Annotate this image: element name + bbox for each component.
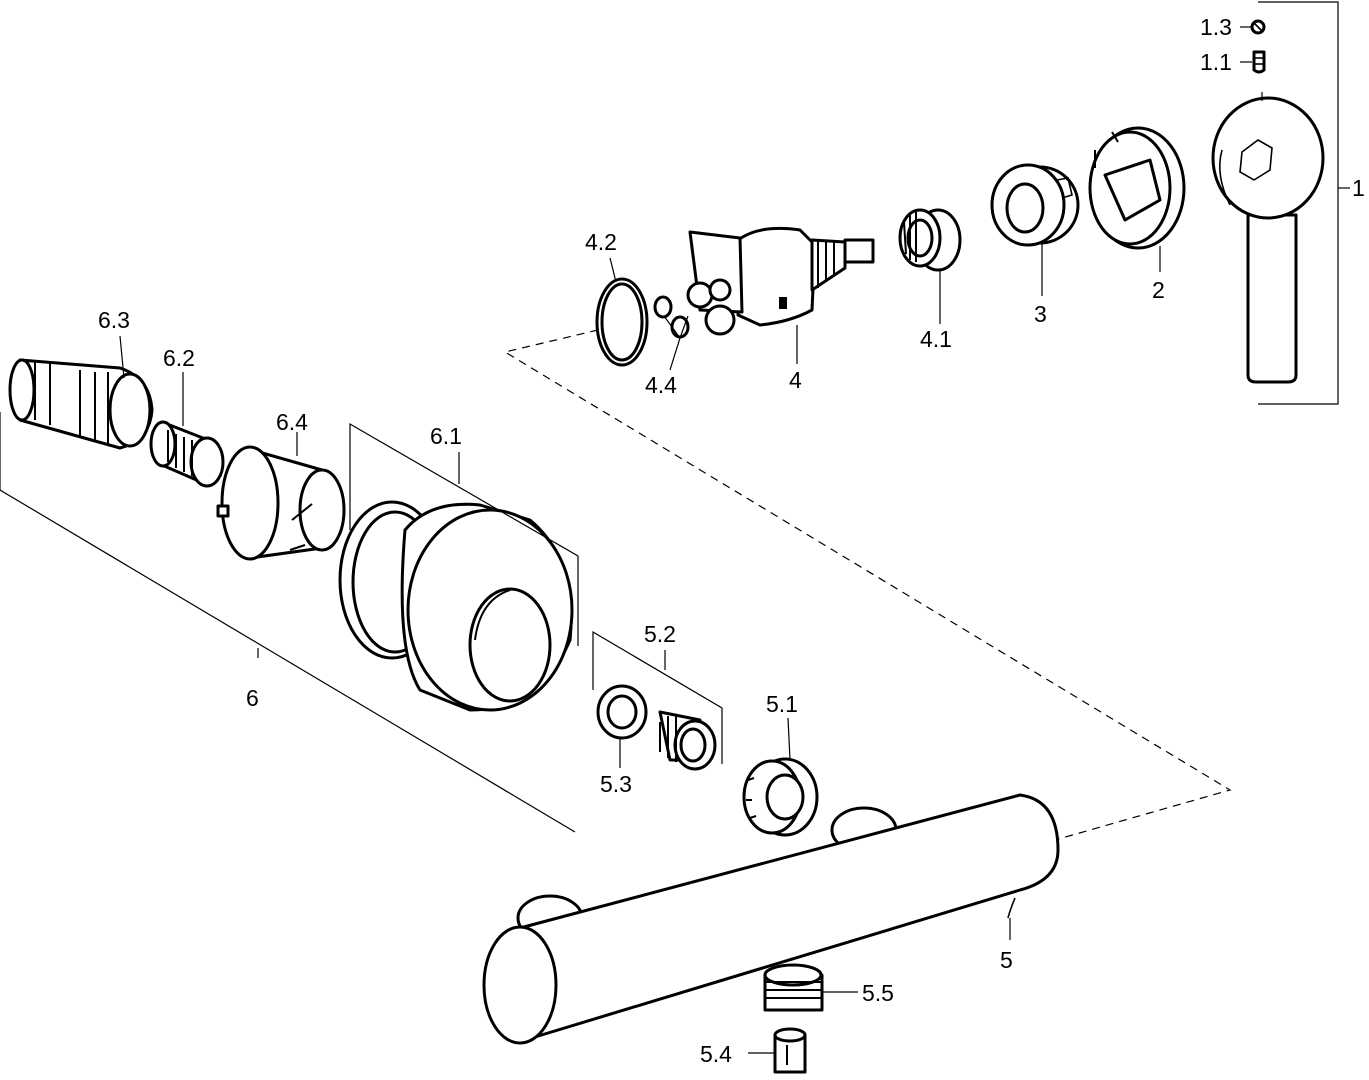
label-4-4: 4.4 <box>645 372 677 398</box>
cartridge <box>686 226 875 336</box>
thermostat-grip-6-1 <box>338 500 574 712</box>
cap-1-3 <box>1250 19 1266 35</box>
label-5-1: 5.1 <box>766 691 798 717</box>
label-6: 6 <box>246 685 259 711</box>
label-5-3: 5.3 <box>600 771 632 797</box>
threaded-spindle-6-3 <box>8 358 154 450</box>
assembly-dashed-line <box>503 329 1232 841</box>
label-6-4: 6.4 <box>276 409 308 435</box>
label-4-1: 4.1 <box>920 326 952 352</box>
sleeve-5-4 <box>773 1027 807 1074</box>
bracket-1 <box>1258 1 1339 405</box>
valve-body-5 <box>482 793 1060 1045</box>
label-1-1: 1.1 <box>1200 49 1232 75</box>
seals-4-4 <box>653 295 690 339</box>
connector-5-2 <box>658 710 717 771</box>
label-6-2: 6.2 <box>163 345 195 371</box>
o-ring-4-2 <box>595 277 649 367</box>
nut-ring <box>990 163 1080 247</box>
label-5-5: 5.5 <box>862 980 894 1006</box>
label-4-2: 4.2 <box>585 229 617 255</box>
label-5-4: 5.4 <box>700 1041 732 1067</box>
label-6-1: 6.1 <box>430 423 462 449</box>
label-3: 3 <box>1034 301 1047 327</box>
bracket-5-2 <box>592 630 723 764</box>
washer-5-3 <box>596 684 648 740</box>
label-6-3: 6.3 <box>98 307 130 333</box>
handle-adapter <box>1088 126 1186 250</box>
label-4: 4 <box>789 367 802 393</box>
sleeve-6-4 <box>216 445 346 561</box>
bracket-6-1 <box>349 422 579 646</box>
label-2: 2 <box>1152 277 1165 303</box>
bracket-6 <box>0 412 576 833</box>
screw-1-1 <box>1252 50 1266 74</box>
cage-6-2 <box>149 420 225 488</box>
bushing-4-1 <box>898 208 962 272</box>
label-1-3: 1.3 <box>1200 14 1232 40</box>
lever-handle <box>1211 92 1325 384</box>
nut-5-1 <box>742 757 819 837</box>
connector-5-5 <box>763 963 824 1012</box>
label-1: 1 <box>1352 175 1365 201</box>
label-5: 5 <box>1000 947 1013 973</box>
label-5-2: 5.2 <box>644 621 676 647</box>
